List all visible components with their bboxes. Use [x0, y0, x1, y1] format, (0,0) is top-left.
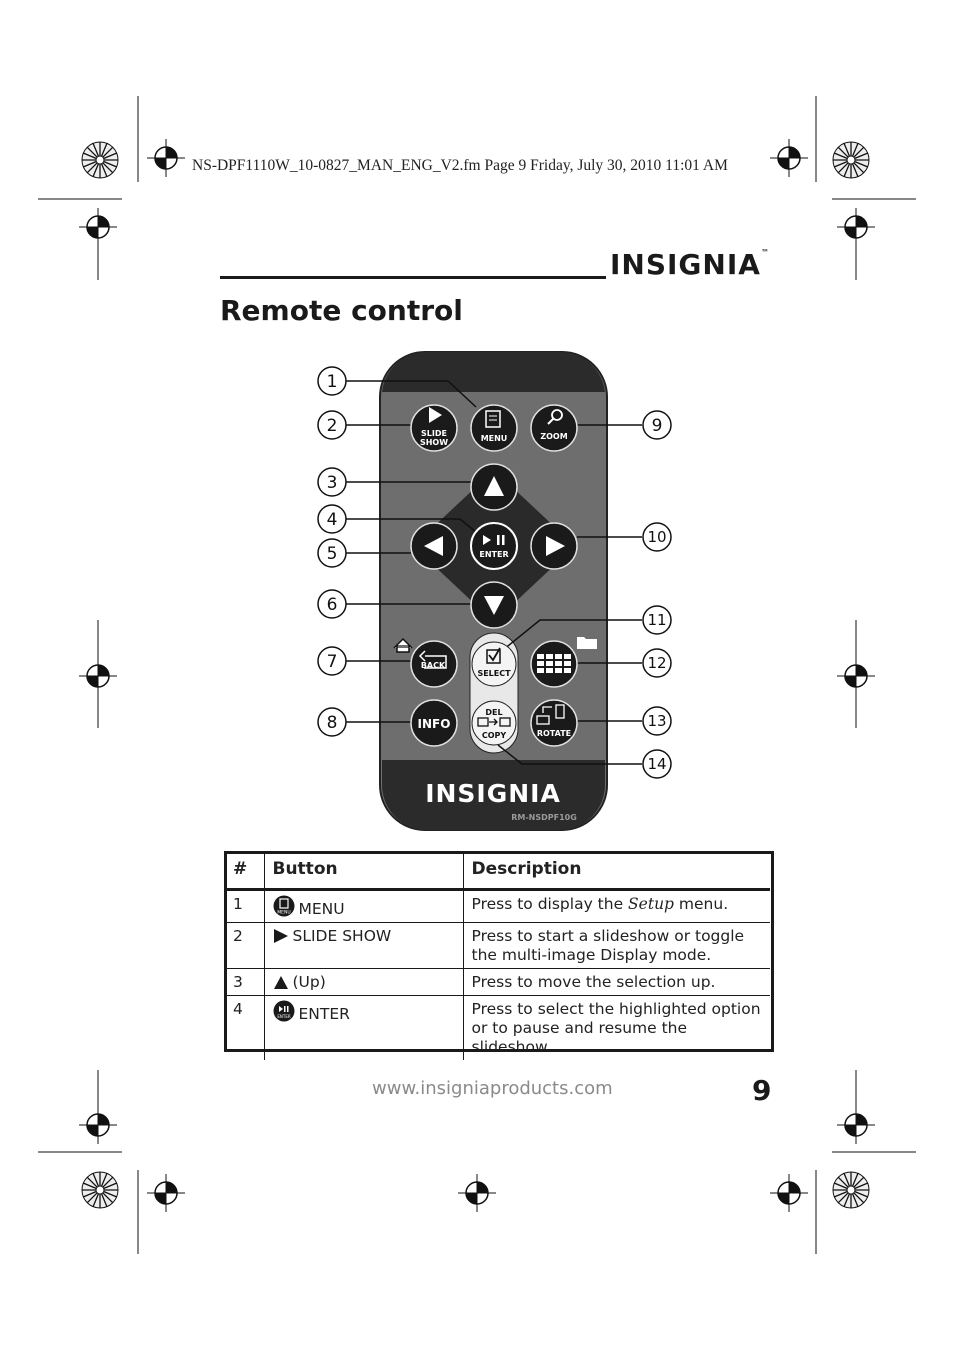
- info-label: INFO: [418, 717, 451, 731]
- row-num: 3: [225, 968, 264, 996]
- trademark: ™: [760, 248, 770, 257]
- row-description: Press to select the highlighted option o…: [462, 995, 770, 1060]
- enter-icon: ENTER: [273, 1000, 294, 1022]
- row-button-label: (Up): [292, 973, 326, 991]
- menu-icon: MENU: [273, 895, 294, 917]
- remote-model: RM-NSDPF10G: [511, 813, 577, 822]
- select-label: SELECT: [477, 669, 511, 678]
- table-row: 3 (Up) Press to move the selection up.: [225, 968, 770, 996]
- table-row: 2 SLIDE SHOW Press to start a slideshow …: [225, 922, 770, 969]
- callout-12: 12: [647, 654, 666, 672]
- button-table: # Button Description 1 MENU MENU Press to…: [225, 851, 770, 1060]
- callout-11: 11: [647, 611, 666, 629]
- callout-13: 13: [647, 712, 666, 730]
- remote-control-diagram: SLIDE SHOW MENU ZOOM ENTER BACK ROTATE I…: [317, 351, 672, 831]
- slide-label-2: SHOW: [420, 438, 448, 447]
- row-button-label: ENTER: [298, 1005, 350, 1023]
- row-button: MENU MENU: [263, 889, 463, 923]
- print-header: NS-DPF1110W_10-0827_MAN_ENG_V2.fm Page 9…: [192, 157, 728, 174]
- remote-logo: INSIGNIA: [425, 779, 561, 808]
- header-button: Button: [263, 851, 463, 891]
- callout-4: 4: [327, 510, 338, 530]
- callout-3: 3: [327, 473, 338, 493]
- copy-label: COPY: [482, 731, 507, 740]
- row-button: ENTER ENTER: [263, 995, 463, 1060]
- rotate-label: ROTATE: [537, 729, 571, 738]
- row-button-label: MENU: [298, 900, 345, 918]
- callout-8: 8: [327, 713, 338, 733]
- callout-1: 1: [327, 372, 338, 392]
- enter-label: ENTER: [479, 550, 508, 559]
- row-num: 1: [225, 889, 264, 923]
- svg-text:MENU: MENU: [277, 910, 290, 916]
- play-icon: [273, 929, 288, 943]
- callout-2: 2: [327, 416, 338, 436]
- callout-14: 14: [647, 755, 666, 773]
- table-row: 4 ENTER ENTER Press to select the highlig…: [225, 995, 770, 1060]
- callout-6: 6: [327, 595, 338, 615]
- callout-5: 5: [327, 544, 338, 564]
- row-description: Press to move the selection up.: [462, 968, 770, 996]
- del-label: DEL: [485, 708, 502, 717]
- back-label: BACK: [421, 661, 446, 670]
- up-arrow-icon: [273, 976, 288, 989]
- brand-name: INSIGNIA: [610, 248, 761, 281]
- header-rule: [220, 276, 606, 279]
- row-description: Press to start a slideshow or toggle the…: [462, 922, 770, 969]
- callout-10: 10: [647, 528, 666, 546]
- row-button: (Up): [263, 968, 463, 996]
- desc-emphasis: Setup: [628, 895, 674, 913]
- desc-text: Press to display the: [471, 895, 629, 913]
- desc-text-end: menu.: [673, 895, 729, 913]
- table-header-row: # Button Description: [225, 851, 770, 891]
- footer-url[interactable]: www.insigniaproducts.com: [372, 1078, 613, 1099]
- row-description: Press to display the Setup menu.: [462, 889, 770, 923]
- row-button-label: SLIDE SHOW: [292, 927, 392, 945]
- svg-text:ENTER: ENTER: [277, 1014, 290, 1019]
- menu-label: MENU: [481, 434, 508, 443]
- row-button: SLIDE SHOW: [263, 922, 463, 969]
- zoom-label: ZOOM: [540, 432, 567, 441]
- page-title: Remote control: [220, 294, 463, 327]
- table-row: 1 MENU MENU Press to display the Setup me…: [225, 889, 770, 923]
- callout-9: 9: [652, 416, 663, 436]
- header-num: #: [225, 851, 264, 891]
- page-number: 9: [752, 1074, 772, 1107]
- brand-logo: INSIGNIA™: [610, 248, 770, 281]
- slide-label-1: SLIDE: [421, 429, 447, 438]
- row-num: 2: [225, 922, 264, 969]
- callout-7: 7: [327, 652, 338, 672]
- row-num: 4: [225, 995, 264, 1060]
- header-description: Description: [462, 851, 770, 891]
